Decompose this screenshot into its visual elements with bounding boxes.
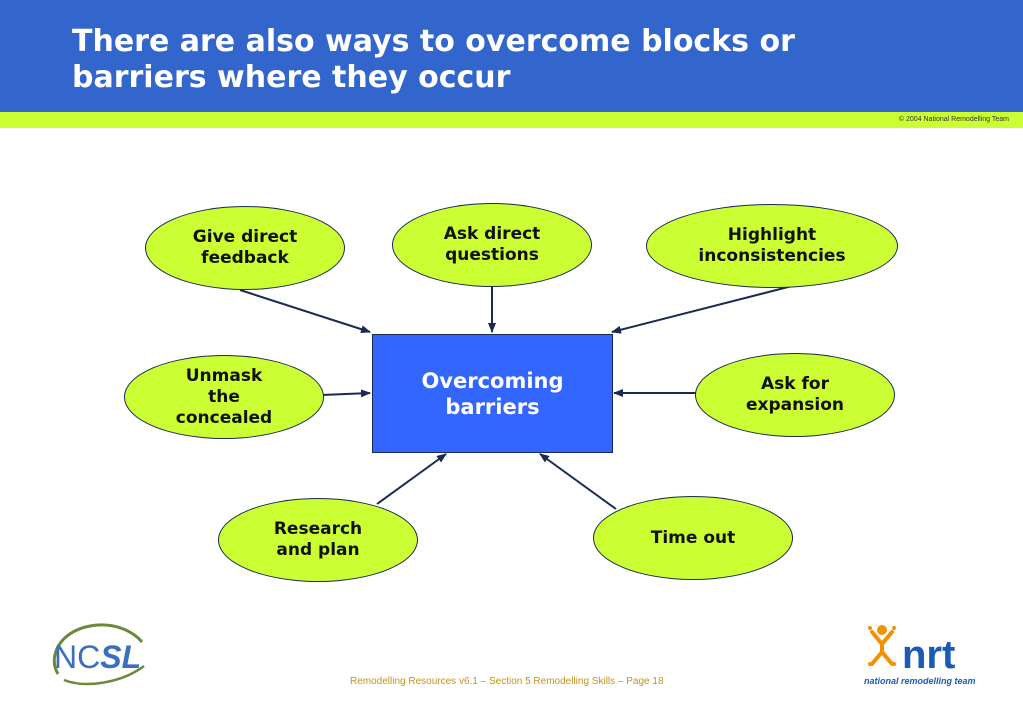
center-box-overcoming-barriers: Overcoming barriers (372, 334, 613, 453)
node-label: Research and plan (273, 519, 363, 560)
nrt-figure-icon (868, 625, 896, 666)
node-unmask-the-concealed: Unmask the concealed (124, 355, 324, 439)
node-give-direct-feedback: Give direct feedback (145, 206, 345, 290)
ncsl-logo-text-nc: NC (54, 639, 100, 675)
footer-page-reference: Remodelling Resources v6.1 – Section 5 R… (350, 676, 664, 687)
ncsl-logo: NCSL (52, 623, 145, 686)
page-title: There are also ways to overcome blocks o… (72, 24, 972, 96)
center-box-label: Overcoming barriers (421, 368, 564, 419)
nrt-logo-tagline: national remodelling team (864, 676, 976, 686)
node-research-and-plan: Research and plan (218, 498, 418, 582)
node-label: Highlight inconsistencies (698, 225, 846, 266)
node-ask-for-expansion: Ask for expansion (695, 353, 895, 437)
node-label: Time out (650, 527, 736, 548)
nrt-logo-text: nrt (902, 633, 955, 677)
ncsl-logo-text-sl: SL (100, 639, 141, 675)
arrow-give-direct-feedback (239, 289, 371, 334)
nrt-logo: nrt national remodelling team (864, 625, 976, 686)
arrow-research-and-plan (376, 453, 447, 505)
node-ask-direct-questions: Ask direct questions (392, 203, 592, 287)
header-accent-band (0, 112, 1023, 128)
arrow-highlight-inconsistencies (611, 285, 793, 334)
svg-text:NCSL: NCSL (54, 639, 141, 675)
copyright-notice: © 2004 National Remodelling Team (898, 116, 1009, 123)
page-title-line-1: There are also ways to overcome blocks o… (72, 24, 795, 59)
arrow-unmask-the-concealed (321, 389, 371, 398)
node-highlight-inconsistencies: Highlight inconsistencies (646, 204, 898, 288)
node-label: Give direct feedback (192, 227, 298, 268)
arrow-time-out (539, 453, 617, 510)
page-title-line-2: barriers where they occur (72, 60, 511, 95)
node-label: Ask for expansion (746, 374, 844, 415)
header-bar: There are also ways to overcome blocks o… (0, 0, 1023, 112)
node-label: Unmask the concealed (175, 365, 273, 428)
node-label: Ask direct questions (443, 224, 541, 265)
node-time-out: Time out (593, 496, 793, 580)
